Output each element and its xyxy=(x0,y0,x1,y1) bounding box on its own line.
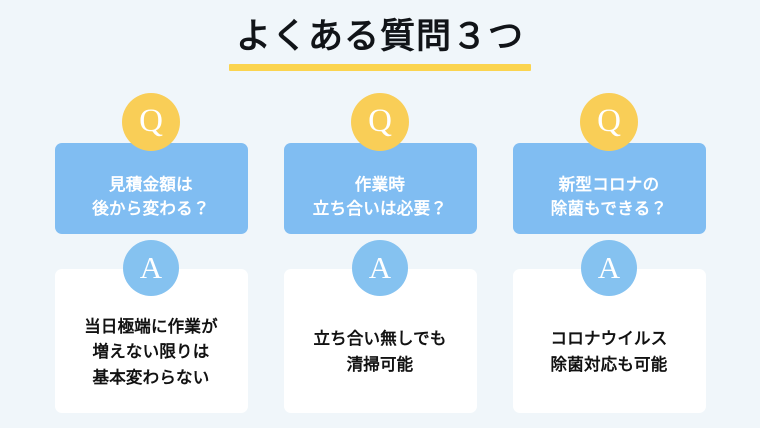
question-line: 見積金額は xyxy=(108,176,193,195)
answer-badge-circle: A xyxy=(123,240,179,296)
answer-line: 基本変わらない xyxy=(92,368,210,387)
question-line: 作業時 xyxy=(354,176,406,195)
answer-text: 当日極端に作業が 増えない限りは 基本変わらない xyxy=(84,291,218,392)
question-card[interactable]: 作業時 立ち合いは必要？ xyxy=(283,143,477,234)
faq-columns: Q 見積金額は 後から変わる？ A 当日極端に作業が 増えない限りは 基本変わら… xyxy=(0,93,760,418)
question-line: 立ち合いは必要？ xyxy=(312,200,448,218)
question-badge-letter: Q xyxy=(139,102,163,139)
answer-badge-circle: A xyxy=(352,240,408,296)
answer-block: A コロナウイルス 除菌対応も可能 xyxy=(512,240,706,415)
page-title: よくある質問３つ xyxy=(0,16,760,71)
title-underline xyxy=(229,64,531,71)
question-block: Q 作業時 立ち合いは必要？ xyxy=(283,93,477,235)
answer-line: 当日極端に作業が xyxy=(84,317,218,336)
question-text: 作業時 立ち合いは必要？ xyxy=(313,155,447,222)
answer-block: A 立ち合い無しでも 清掃可能 xyxy=(283,240,477,415)
faq-item: Q 見積金額は 後から変わる？ A 当日極端に作業が 増えない限りは 基本変わら… xyxy=(54,93,248,418)
question-block: Q 見積金額は 後から変わる？ xyxy=(54,93,248,235)
answer-line: 清掃可能 xyxy=(346,356,414,374)
answer-block: A 当日極端に作業が 増えない限りは 基本変わらない xyxy=(54,240,248,415)
answer-badge-letter: A xyxy=(368,249,392,285)
question-card[interactable]: 新型コロナの 除菌もできる？ xyxy=(512,143,706,234)
page-title-text: よくある質問３つ xyxy=(235,17,524,56)
answer-line: 増えない限りは xyxy=(92,343,210,362)
answer-text: 立ち合い無しでも 清掃可能 xyxy=(313,303,446,378)
question-line: 新型コロナの xyxy=(558,176,660,195)
question-card[interactable]: 見積金額は 後から変わる？ xyxy=(54,143,248,234)
faq-item: Q 作業時 立ち合いは必要？ A 立ち合い無しでも 清掃可能 xyxy=(283,93,477,418)
question-line: 除菌もできる？ xyxy=(550,200,668,218)
question-line: 後から変わる？ xyxy=(92,200,210,218)
question-text: 新型コロナの 除菌もできる？ xyxy=(551,155,668,222)
answer-badge-letter: A xyxy=(597,249,621,285)
question-badge-letter: Q xyxy=(597,102,621,139)
faq-item: Q 新型コロナの 除菌もできる？ A コロナウイルス 除菌対応も可能 xyxy=(512,93,706,418)
question-badge-letter: Q xyxy=(368,102,392,139)
question-text: 見積金額は 後から変わる？ xyxy=(92,155,210,222)
answer-text: コロナウイルス 除菌対応も可能 xyxy=(551,303,668,378)
answer-badge-letter: A xyxy=(139,249,163,285)
question-badge-circle: Q xyxy=(580,93,638,151)
answer-badge-circle: A xyxy=(581,240,637,296)
question-badge-circle: Q xyxy=(122,93,180,151)
question-block: Q 新型コロナの 除菌もできる？ xyxy=(512,93,706,235)
answer-line: 除菌対応も可能 xyxy=(550,356,668,374)
answer-line: 立ち合い無しでも xyxy=(313,330,447,349)
question-badge-circle: Q xyxy=(351,93,409,151)
answer-line: コロナウイルス xyxy=(550,330,668,349)
